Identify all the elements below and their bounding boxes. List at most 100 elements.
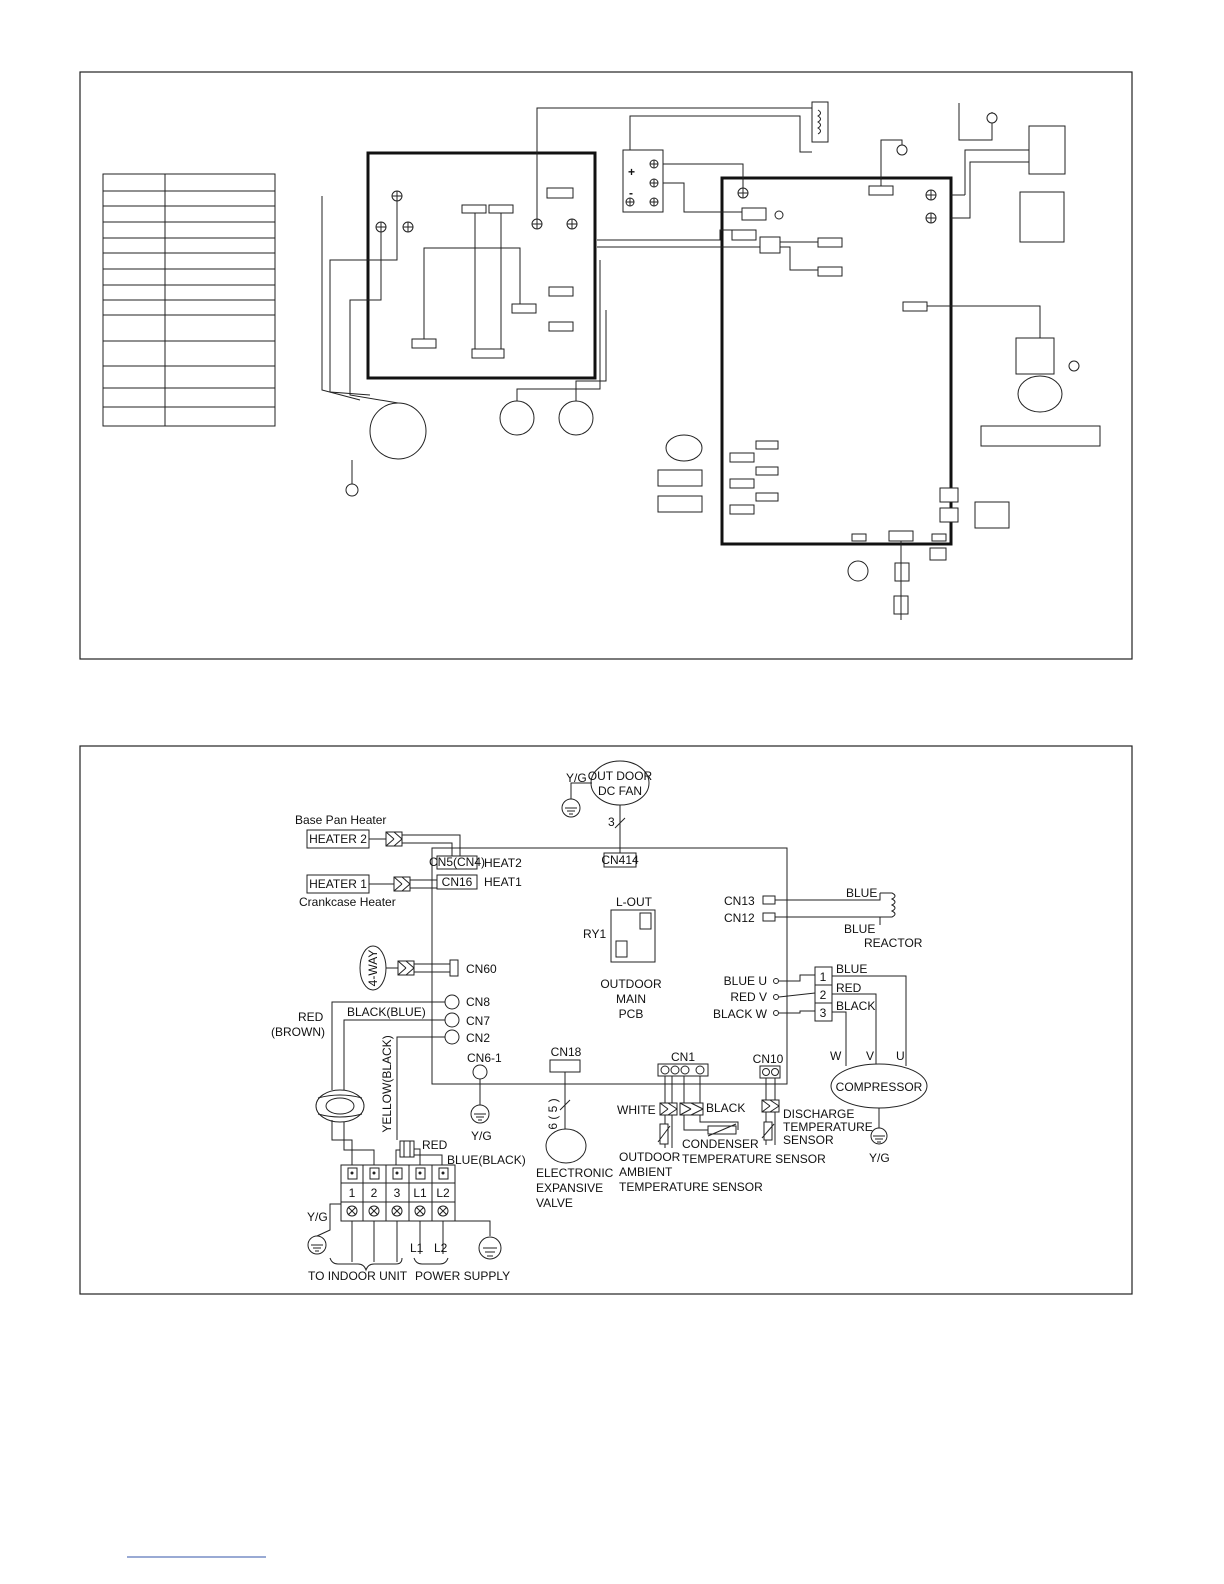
- terminal-connector-icon: [399, 1140, 415, 1158]
- comp-v-label: V: [866, 1049, 874, 1063]
- motors: [321, 196, 607, 497]
- cn1-sensors: CN1 WHITE BLACK CONDE: [617, 1050, 826, 1194]
- condenser-label-1: CONDENSER: [682, 1137, 759, 1151]
- blue-black-label: BLUE(BLACK): [447, 1153, 526, 1167]
- cn414-connector: [603, 852, 637, 868]
- discharge-label-1: DISCHARGE: [783, 1107, 854, 1121]
- left-board: [366, 151, 597, 380]
- crankcase-heater-label: Crankcase Heater: [299, 895, 396, 909]
- cn2-terminal: [444, 1029, 460, 1045]
- compressor-circuit: BLUE U RED V BLACK W 1 2 3 BLUE RED BLAC…: [713, 962, 928, 1165]
- ground-icon: [470, 1104, 490, 1124]
- to-indoor-label: TO INDOOR UNIT: [308, 1269, 408, 1283]
- cn2-label: CN2: [466, 1031, 490, 1045]
- base-pan-heater-label: Base Pan Heater: [295, 813, 386, 827]
- cn7-terminal: [444, 1012, 460, 1028]
- comp-black-label: BLACK: [836, 999, 875, 1013]
- pcb-label-3: PCB: [619, 1007, 644, 1021]
- tb-1-label: 1: [349, 1186, 356, 1200]
- terminal-red-label: RED: [422, 1138, 448, 1152]
- ground-icon: [870, 1127, 888, 1145]
- heaters: Base Pan Heater HEATER 2 CN5(CN4) HEAT2 …: [295, 813, 522, 909]
- ambient-label-1: OUTDOOR: [619, 1150, 681, 1164]
- heater2-label: HEATER 2: [309, 832, 367, 846]
- ground-icon: [307, 1235, 327, 1255]
- pcb-label-2: MAIN: [616, 992, 646, 1006]
- fan-wire-count: 3: [608, 815, 615, 829]
- white-label: WHITE: [617, 1103, 656, 1117]
- heat2-label: HEAT2: [484, 856, 522, 870]
- ground-icon: [561, 798, 581, 818]
- legend-table: [102, 173, 276, 427]
- tb-l2-label: L2: [436, 1186, 450, 1200]
- tb-l1-label: L1: [413, 1186, 427, 1200]
- cn10-label: CN10: [753, 1052, 784, 1066]
- cn16-label: CN16: [442, 875, 473, 889]
- four-way-label: 4-WAY: [366, 950, 380, 987]
- right-board: [720, 176, 953, 546]
- terminal-x-icons: [346, 1205, 449, 1217]
- heat1-label: HEAT1: [484, 875, 522, 889]
- eev-symbol: [545, 1128, 587, 1164]
- reactor-coil-icon: [880, 892, 896, 918]
- cn6-1-ground-label: Y/G: [471, 1129, 492, 1143]
- svg-text:-: -: [629, 186, 633, 200]
- discharge-label-2: TEMPERATURE: [783, 1120, 873, 1134]
- sensor-parts-top: [657, 434, 1010, 620]
- terminal-1-label: 1: [820, 970, 827, 984]
- power-supply-label: POWER SUPPLY: [415, 1269, 510, 1283]
- brown-label: (BROWN): [271, 1025, 325, 1039]
- bottom-panel-border: [79, 745, 1133, 1295]
- power-l1-label: L1: [410, 1241, 424, 1255]
- terminal-ground-label: Y/G: [307, 1210, 328, 1224]
- cn6-1-terminal: [472, 1064, 488, 1080]
- cn18-label: CN18: [551, 1045, 582, 1059]
- cn18-connector: [549, 1059, 581, 1073]
- ambient-label-2: AMBIENT: [619, 1165, 673, 1179]
- comp-red-label: RED: [836, 981, 862, 995]
- compressor-label: COMPRESSOR: [836, 1080, 923, 1094]
- comp-w-label: W: [830, 1049, 842, 1063]
- reactor-top: [536, 101, 829, 219]
- fan-label-2: DC FAN: [598, 784, 642, 798]
- reactor-leads: CN8 CN7 CN2 RED (BROWN) BLACK(BLUE) YELL…: [271, 994, 490, 1165]
- l-out-label: L-OUT: [616, 895, 653, 909]
- ferrite-core-icon: [315, 1089, 365, 1123]
- terminal-screws: [347, 1167, 449, 1180]
- outdoor-main-pcb: [431, 847, 788, 1085]
- yellow-black-label: YELLOW(BLACK): [380, 1035, 394, 1132]
- comp-blue-label: BLUE: [836, 962, 867, 976]
- discharge-sensor: CN10 DISCHARGE TEMPERATURE SENSOR: [753, 1052, 873, 1147]
- eev-wire-count: 6 ( 5 ): [546, 1098, 560, 1129]
- blue-u-label: BLUE U: [724, 974, 767, 988]
- red-label: RED: [298, 1010, 324, 1024]
- cn12-label: CN12: [724, 911, 755, 925]
- ry1-label: RY1: [583, 927, 606, 941]
- cn1-label: CN1: [671, 1050, 695, 1064]
- relay-ry1: L-OUT RY1 OUTDOOR MAIN PCB: [583, 895, 662, 1021]
- tb-2-label: 2: [371, 1186, 378, 1200]
- reactor-label: REACTOR: [864, 936, 923, 950]
- reactor: CN13 CN12 BLUE BLUE REACTOR: [724, 886, 923, 950]
- cn16-connector: [436, 874, 478, 890]
- pcb-label-1: OUTDOOR: [600, 977, 662, 991]
- terminal-block: RED BLUE(BLACK) 1 2 3: [307, 1138, 526, 1283]
- heater1-label: HEATER 1: [309, 877, 367, 891]
- cn7-label: CN7: [466, 1014, 490, 1028]
- tb-3-label: 3: [394, 1186, 401, 1200]
- cn5-connector: [436, 855, 478, 870]
- fan-label-1: OUT DOOR: [588, 769, 653, 783]
- black-label: BLACK: [706, 1101, 745, 1115]
- ground-icon: [478, 1236, 502, 1260]
- four-way-valve: 4-WAY CN60: [359, 945, 497, 991]
- cn414-label: CN414: [601, 853, 639, 867]
- cn8-label: CN8: [466, 995, 490, 1009]
- fan-ground-label: Y/G: [566, 771, 587, 785]
- reactor-blue-bottom: BLUE: [844, 922, 875, 936]
- top-panel-border: [79, 71, 1133, 660]
- black-blue-label: BLACK(BLUE): [347, 1005, 426, 1019]
- terminal-2-label: 2: [820, 988, 827, 1002]
- eev-label-1: ELECTRONIC: [536, 1166, 614, 1180]
- red-v-label: RED V: [730, 990, 767, 1004]
